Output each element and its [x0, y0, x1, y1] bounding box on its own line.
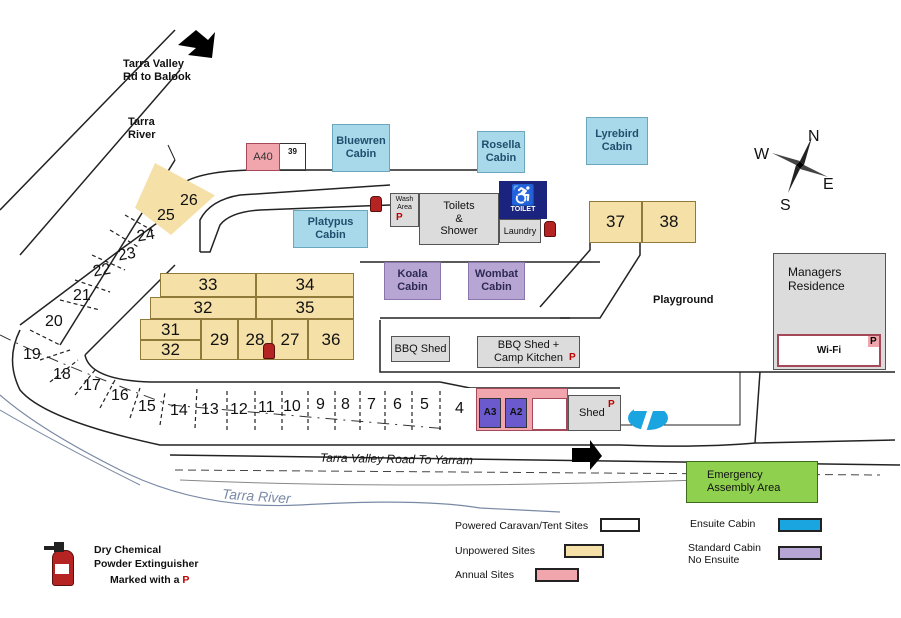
site-38[interactable]: 38: [642, 201, 696, 243]
rosella-cabin[interactable]: Rosella Cabin: [477, 131, 525, 173]
legend-standard-swatch: [778, 546, 822, 560]
site-19[interactable]: 19: [23, 346, 41, 363]
shed[interactable]: Shed: [568, 395, 621, 431]
lyrebird-cabin[interactable]: Lyrebird Cabin: [586, 117, 648, 165]
site-8[interactable]: 8: [341, 396, 350, 413]
site-13[interactable]: 13: [201, 401, 219, 418]
wash-area-p-marker: P: [396, 212, 403, 223]
site-4-box[interactable]: 4: [443, 388, 476, 431]
legend-standard-label: Standard Cabin No Ensuite: [688, 542, 761, 566]
site-7[interactable]: 7: [367, 396, 376, 413]
emergency-assembly-area[interactable]: Emergency Assembly Area: [686, 461, 818, 503]
bbq-camp-p-marker: P: [569, 352, 576, 363]
legend-annual-swatch: [535, 568, 579, 582]
site-17[interactable]: 17: [83, 377, 101, 394]
playground-label: Playground: [653, 294, 714, 306]
wash-area[interactable]: Wash Area: [390, 193, 419, 227]
managers-p-marker: P: [868, 336, 879, 347]
legend-ensuite-label: Ensuite Cabin: [690, 518, 756, 530]
toilet-sign-label: TOILET: [510, 205, 536, 213]
site-11[interactable]: 11: [258, 399, 275, 416]
site-6[interactable]: 6: [393, 396, 402, 413]
site-16[interactable]: 16: [111, 387, 129, 404]
legend-powered-swatch: [600, 518, 640, 532]
annual-site-a40[interactable]: A40: [246, 143, 280, 171]
site-14[interactable]: 14: [170, 402, 188, 419]
extinguisher-legend-icon: [44, 542, 76, 586]
site-27[interactable]: 27: [272, 319, 308, 360]
site-15[interactable]: 15: [138, 398, 156, 415]
site-23[interactable]: 23: [116, 244, 138, 265]
site-37[interactable]: 37: [589, 201, 642, 243]
site-26[interactable]: 26: [180, 192, 198, 209]
site-22[interactable]: 22: [91, 260, 113, 281]
marked-with-text: Marked with a: [110, 574, 183, 586]
site-32-bottom[interactable]: 32: [140, 340, 201, 360]
legend-annual-label: Annual Sites: [455, 569, 514, 581]
site-33[interactable]: 33: [160, 273, 256, 297]
bbq-shed[interactable]: BBQ Shed: [391, 336, 450, 362]
site-24[interactable]: 24: [135, 225, 157, 246]
site-12[interactable]: 12: [230, 401, 248, 418]
site-10[interactable]: 10: [283, 398, 301, 415]
compass-n: N: [808, 128, 820, 145]
extinguisher-legend-line1: Dry Chemical: [94, 544, 162, 556]
site-21[interactable]: 21: [73, 287, 91, 304]
site-34[interactable]: 34: [256, 273, 354, 297]
wheelchair-icon: ♿: [510, 184, 536, 207]
legend-ensuite-swatch: [778, 518, 822, 532]
annual-site-empty[interactable]: [532, 398, 567, 430]
accessible-toilet-sign: ♿ TOILET: [499, 181, 547, 219]
annual-site-a2[interactable]: A2: [505, 398, 527, 428]
extinguisher-legend-line3: Marked with a P: [110, 574, 189, 587]
tarra-valley-rd-label: Tarra Valley Rd to Balook: [123, 58, 191, 84]
platypus-cabin[interactable]: Platypus Cabin: [293, 210, 368, 248]
extinguisher-icon-1: [370, 196, 382, 212]
koala-cabin[interactable]: Koala Cabin: [384, 262, 441, 300]
marked-with-p: P: [182, 574, 190, 586]
site-35[interactable]: 35: [256, 297, 354, 319]
site-29[interactable]: 29: [201, 319, 238, 360]
bbq-shed-camp-kitchen[interactable]: BBQ Shed + Camp Kitchen: [477, 336, 580, 368]
wombat-cabin[interactable]: Wombat Cabin: [468, 262, 525, 300]
tarra-valley-road-yarram-label: Tarra Valley Road To Yarram: [319, 450, 474, 468]
site-31[interactable]: 31: [140, 319, 201, 340]
site-39[interactable]: 39: [280, 143, 306, 171]
site-32-top[interactable]: 32: [150, 297, 256, 319]
legend-unpowered-swatch: [564, 544, 604, 558]
extinguisher-legend-line2: Powder Extinguisher: [94, 558, 199, 570]
laundry[interactable]: Laundry: [499, 219, 541, 243]
tarra-river-top-label: Tarra River: [128, 116, 156, 142]
site-18[interactable]: 18: [53, 366, 71, 383]
site-5[interactable]: 5: [420, 396, 429, 413]
compass-e: E: [823, 176, 834, 193]
site-20[interactable]: 20: [45, 313, 63, 330]
wifi-box[interactable]: Wi-Fi: [777, 334, 881, 367]
compass-w: W: [754, 146, 770, 163]
compass-s: S: [780, 197, 791, 214]
shed-p-marker: P: [608, 399, 615, 410]
bluewren-cabin[interactable]: Bluewren Cabin: [332, 124, 390, 172]
annual-site-a3[interactable]: A3: [479, 398, 501, 428]
legend-powered-label: Powered Caravan/Tent Sites: [455, 520, 589, 532]
extinguisher-icon-3: [263, 343, 275, 359]
toilets-shower[interactable]: Toilets & Shower: [419, 193, 499, 245]
site-25[interactable]: 25: [157, 207, 175, 224]
site-9[interactable]: 9: [316, 396, 325, 413]
site-36[interactable]: 36: [308, 319, 354, 360]
extinguisher-icon-2: [544, 221, 556, 237]
legend-unpowered-label: Unpowered Sites: [455, 545, 535, 557]
